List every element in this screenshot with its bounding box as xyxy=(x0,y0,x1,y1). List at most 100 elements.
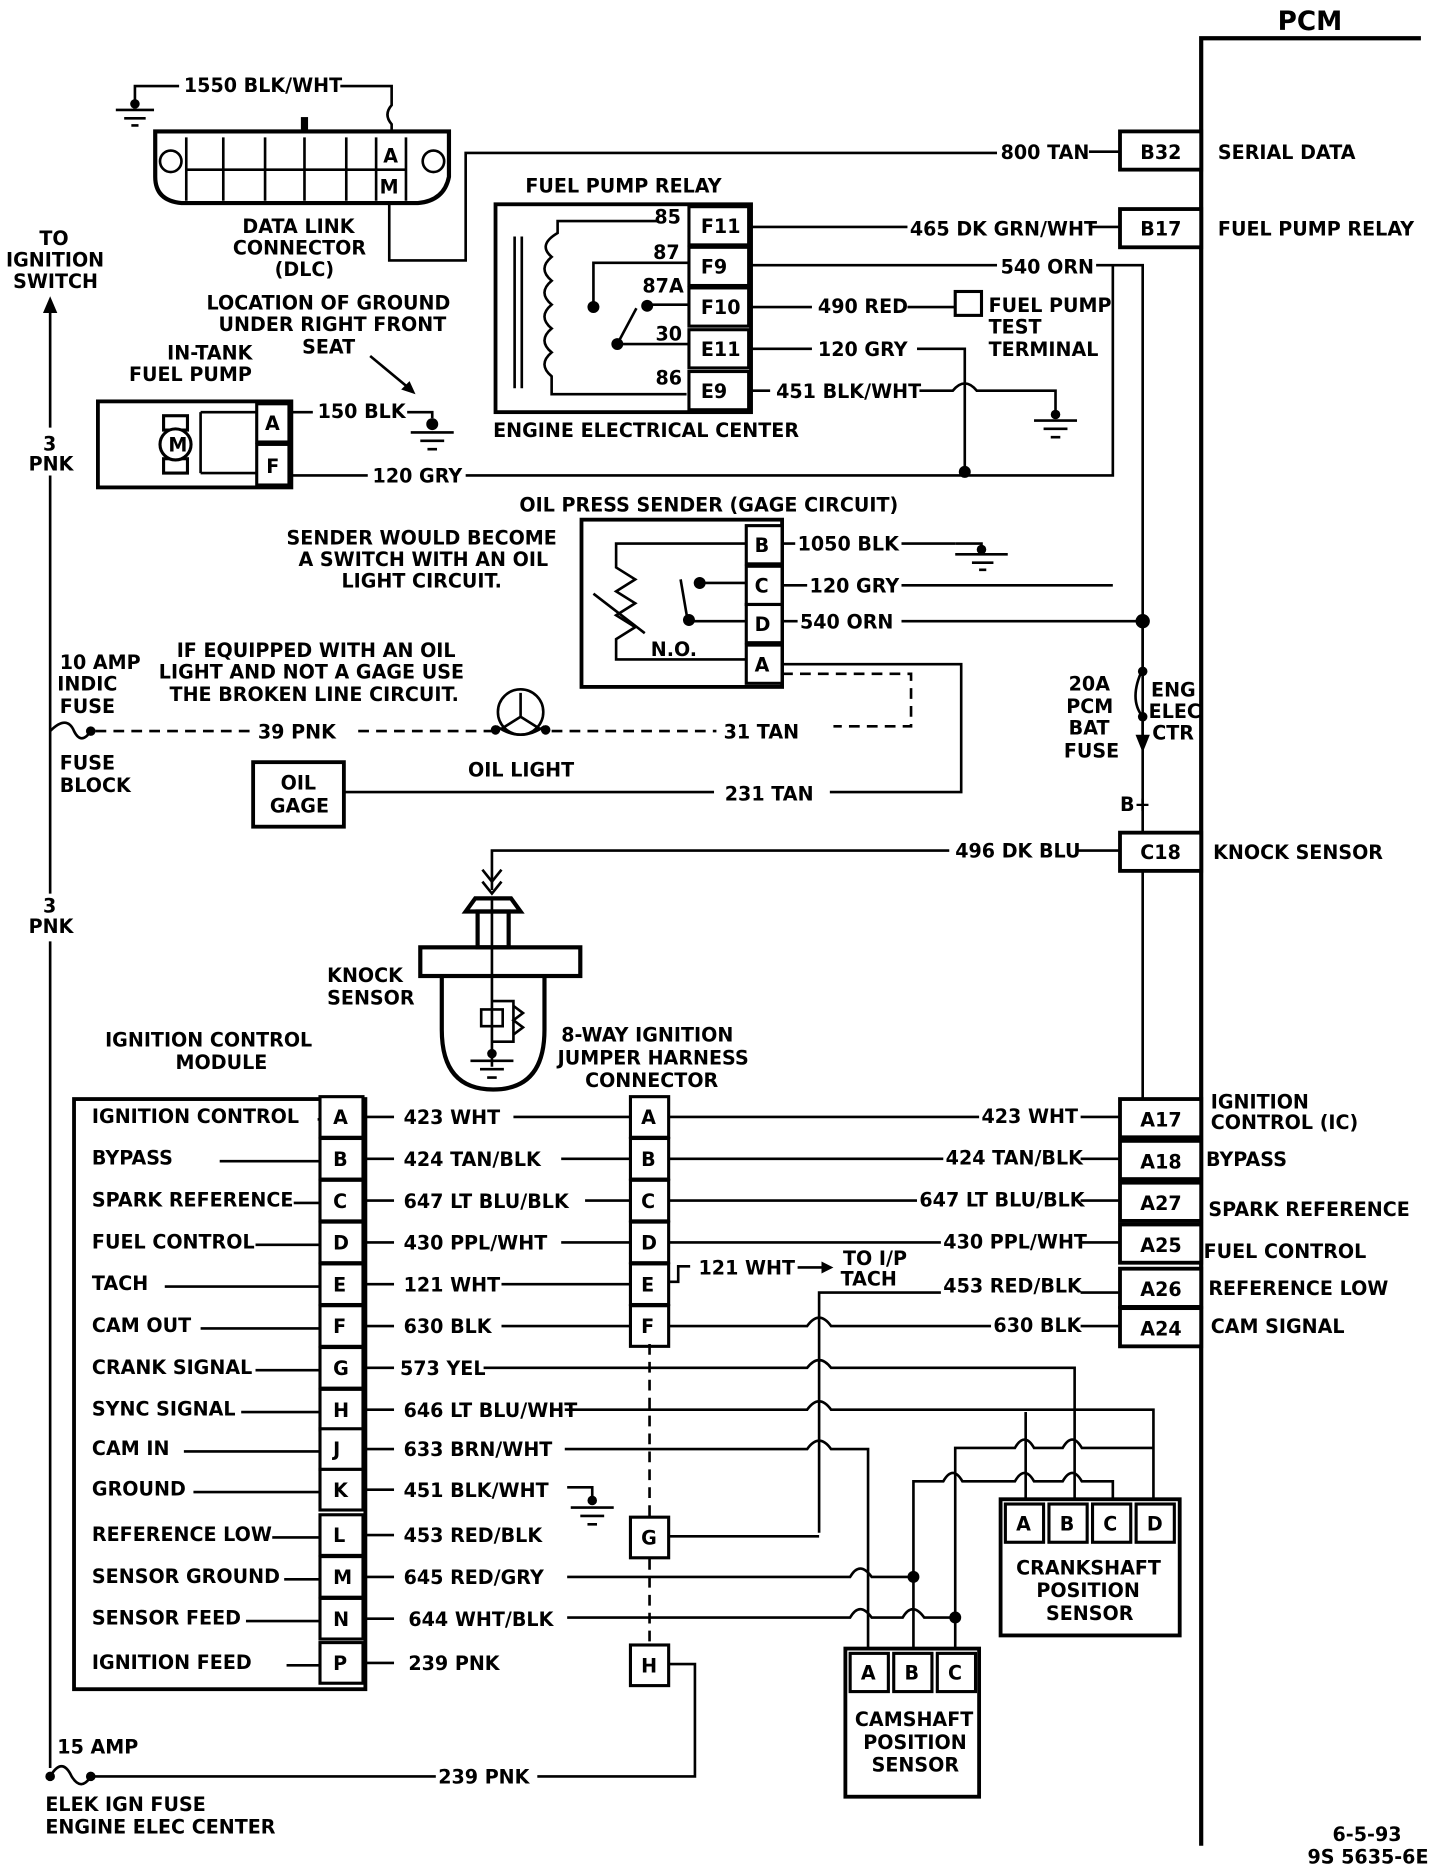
test-terminal-label-2: TEST xyxy=(989,315,1042,338)
cam-pin-c xyxy=(935,1651,978,1694)
icm-func-label: IGNITION FEED xyxy=(92,1651,252,1674)
ground-note-1: LOCATION OF GROUND xyxy=(207,291,451,314)
icm-func-label: GROUND xyxy=(92,1478,186,1501)
wire-31-tan: 31 TAN xyxy=(724,720,800,743)
wire-pnk-label: PNK xyxy=(29,453,75,476)
oil-light-note-2: LIGHT AND NOT A GAGE USE xyxy=(159,661,464,684)
cam-pin-a xyxy=(848,1651,890,1694)
pcm-func-knock-sensor: KNOCK SENSOR xyxy=(1213,841,1383,864)
wire-239-pnk-fuse: 239 PNK xyxy=(438,1766,530,1789)
icm-pin-a xyxy=(318,1095,365,1139)
icm-pin-j xyxy=(318,1427,365,1471)
icm-wire-label: 239 PNK xyxy=(408,1652,500,1675)
pcm-wire-label: 630 BLK xyxy=(993,1314,1082,1337)
jumper-pin-label: F xyxy=(641,1315,654,1338)
pcm-func-label: REFERENCE LOW xyxy=(1208,1277,1388,1300)
pcm-pin-a18 xyxy=(1118,1138,1204,1182)
relay-pin-label: F11 xyxy=(701,215,741,238)
icm-pin-k xyxy=(318,1467,365,1512)
pcm-pin-label: A25 xyxy=(1140,1234,1181,1257)
crank-pin-b xyxy=(1047,1502,1089,1544)
icm-title-1: IGNITION CONTROL xyxy=(105,1028,312,1051)
icm-pin-label: N xyxy=(333,1608,349,1631)
pcm-func-label: BYPASS xyxy=(1206,1148,1287,1171)
ign-fuse-icon xyxy=(49,1764,92,1786)
engine-electrical-center-label: ENGINE ELECTRICAL CENTER xyxy=(493,419,799,442)
relay-pin-f9 xyxy=(687,245,751,288)
jumper-label-1: 8-WAY IGNITION xyxy=(561,1024,733,1047)
icm-wire-label: 423 WHT xyxy=(404,1106,501,1129)
icm-pin-label: P xyxy=(333,1652,347,1675)
wire-540-orn-sender: 540 ORN xyxy=(800,610,893,633)
icm-pin-label: M xyxy=(333,1566,352,1589)
crank-label-1: CRANKSHAFT xyxy=(1016,1557,1161,1580)
pcm-fuse-label-2: PCM xyxy=(1066,695,1113,718)
cam-label-3: SENSOR xyxy=(872,1754,960,1777)
pcm-wire-label: 647 LT BLU/BLK xyxy=(919,1189,1085,1212)
dlc-ground-wire: 1550 BLK/WHT xyxy=(184,74,342,97)
icm-wire-label: 646 LT BLU/WHT xyxy=(404,1399,578,1422)
pcm-pin-label: A26 xyxy=(1140,1278,1181,1301)
pcm-fuse-label-4: FUSE xyxy=(1064,739,1119,762)
ground-icon xyxy=(570,1506,614,1526)
knock-sensor xyxy=(418,868,583,1092)
pcm-pin-label: A18 xyxy=(1140,1150,1181,1173)
icm-pin-label: G xyxy=(333,1357,349,1380)
wire-465: 465 DK GRN/WHT xyxy=(910,217,1097,240)
pcm-outline xyxy=(1199,36,1421,1846)
crank-pin-c xyxy=(1090,1502,1133,1544)
pcm-func-ignition-control: IGNITION xyxy=(1211,1091,1309,1114)
icm-func-label: SYNC SIGNAL xyxy=(92,1398,236,1421)
icm-wire-label: 453 RED/BLK xyxy=(404,1524,544,1547)
pump-pin-f: F xyxy=(266,455,279,478)
icm-wire-label: 451 BLK/WHT xyxy=(404,1479,549,1502)
icm-pin-label: F xyxy=(333,1315,346,1338)
dlc-pin-a: A xyxy=(383,144,398,167)
fuel-pump-relay-title: FUEL PUMP RELAY xyxy=(525,174,722,197)
cam-pin-label: A xyxy=(861,1662,876,1685)
pcm-wire-label: 430 PPL/WHT xyxy=(943,1230,1087,1253)
wire-3-label-lower: 3 xyxy=(43,895,56,918)
relay-coil-icon xyxy=(513,219,688,396)
indic-fuse-3: FUSE xyxy=(60,695,115,718)
jumper-pin-label: G xyxy=(641,1527,657,1550)
icm-pin-c xyxy=(318,1178,365,1223)
wire-540-orn: 540 ORN xyxy=(1001,256,1094,279)
crank-pin-d xyxy=(1134,1502,1176,1544)
pcm-pin-label: A27 xyxy=(1140,1192,1181,1215)
arrow-up-icon xyxy=(42,296,58,313)
dlc-pin-m: M xyxy=(380,176,399,199)
crank-label-3: SENSOR xyxy=(1046,1602,1134,1625)
icm-pin-label: D xyxy=(333,1232,349,1255)
arrow-icon xyxy=(401,381,416,395)
pcm-func-ignition-control-2: CONTROL (IC) xyxy=(1211,1111,1359,1134)
relay-pin-f10 xyxy=(687,286,751,328)
icm-pin-p xyxy=(318,1641,365,1685)
sender-pin-c xyxy=(744,564,784,607)
relay-term-85: 85 xyxy=(654,205,681,228)
cam-label-1: CAMSHAFT xyxy=(855,1708,973,1731)
wire-121-wht-tach: 121 WHT xyxy=(699,1257,796,1280)
ign-fuse-loc-1: ELEK IGN FUSE xyxy=(45,1793,205,1816)
pcm-pin-a27 xyxy=(1118,1180,1204,1223)
wire-451: 451 BLK/WHT xyxy=(776,380,921,403)
pcm-pin-a26 xyxy=(1118,1266,1204,1309)
pcm-func-label: FUEL CONTROL xyxy=(1204,1240,1367,1263)
wire-120-gry-sender: 120 GRY xyxy=(810,575,901,598)
pcm-pin-c18 xyxy=(1118,830,1204,873)
ground-icon xyxy=(955,552,1008,572)
motor-icon xyxy=(158,427,193,462)
svg-text:B32: B32 xyxy=(1140,141,1181,164)
icm-wire-label: 633 BRN/WHT xyxy=(404,1438,553,1461)
jumper-label-3: CONNECTOR xyxy=(585,1069,718,1092)
icm-func-label: TACH xyxy=(92,1272,148,1295)
ign-fuse-label: 15 AMP xyxy=(57,1736,138,1759)
icm-wire-label: 630 BLK xyxy=(404,1315,493,1338)
to-ignition-switch-1: TO xyxy=(39,227,68,250)
test-terminal-label-1: FUEL PUMP xyxy=(989,294,1112,317)
sender-pin-label: B xyxy=(755,534,770,557)
eng-elec-ctr-3: CTR xyxy=(1152,721,1194,744)
cam-pin-label: C xyxy=(948,1662,962,1685)
pcm-pin-label: A24 xyxy=(1140,1318,1181,1341)
